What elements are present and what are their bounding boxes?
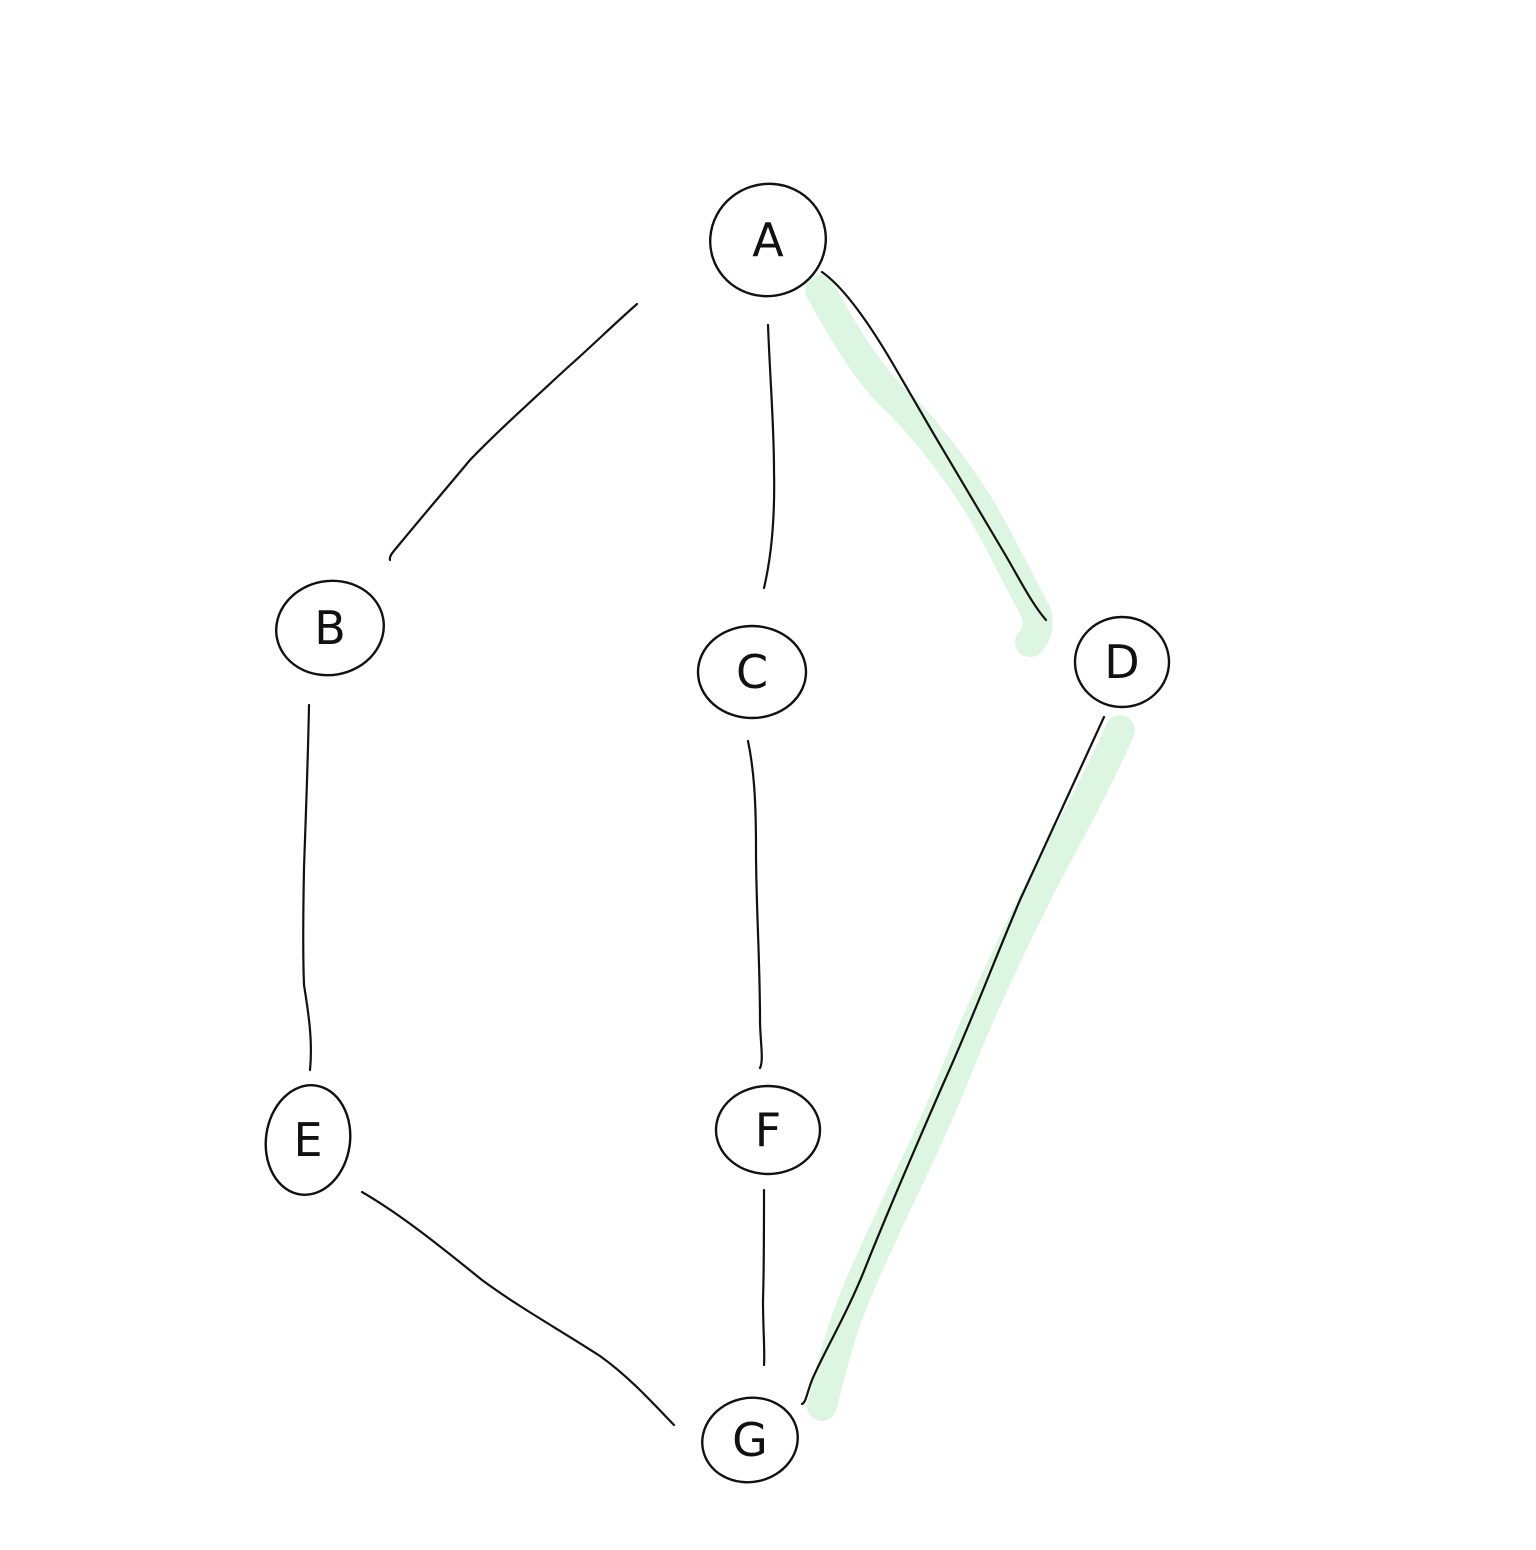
edge-a-d [820,270,1048,622]
node-c: C [696,624,808,720]
node-circle-c [696,624,808,720]
node-circle-f [714,1084,822,1176]
node-label-b: B [314,601,346,655]
node-circle-b [274,579,386,677]
node-label-d: D [1104,635,1139,689]
node-e: E [264,1084,352,1196]
edge-a-b [388,302,639,562]
edge-a-c [762,323,776,590]
node-circle-e [264,1084,352,1196]
node-d: D [1073,615,1171,709]
edge-e-g [360,1190,676,1427]
edge-highlight-d-g [807,715,1135,1421]
node-label-a: A [752,213,784,267]
node-g: G [701,1396,799,1484]
edge-f-g [761,1188,766,1367]
node-label-e: E [293,1113,322,1167]
edge-b-e [302,703,313,1072]
edge-highlight-a-d [805,275,1053,657]
edge-d-g [800,715,1106,1406]
edge-layer [302,270,1106,1427]
edge-c-f [746,739,763,1070]
node-label-f: F [755,1103,781,1157]
highlight-layer [805,275,1135,1421]
node-b: B [274,579,386,677]
node-f: F [714,1084,822,1176]
node-layer: A B C D E F G [264,182,1171,1484]
node-circle-g [701,1396,799,1484]
node-circle-a [708,182,828,298]
node-label-c: C [736,645,768,699]
node-circle-d [1073,615,1171,709]
node-a: A [708,182,828,298]
node-label-g: G [732,1413,768,1467]
